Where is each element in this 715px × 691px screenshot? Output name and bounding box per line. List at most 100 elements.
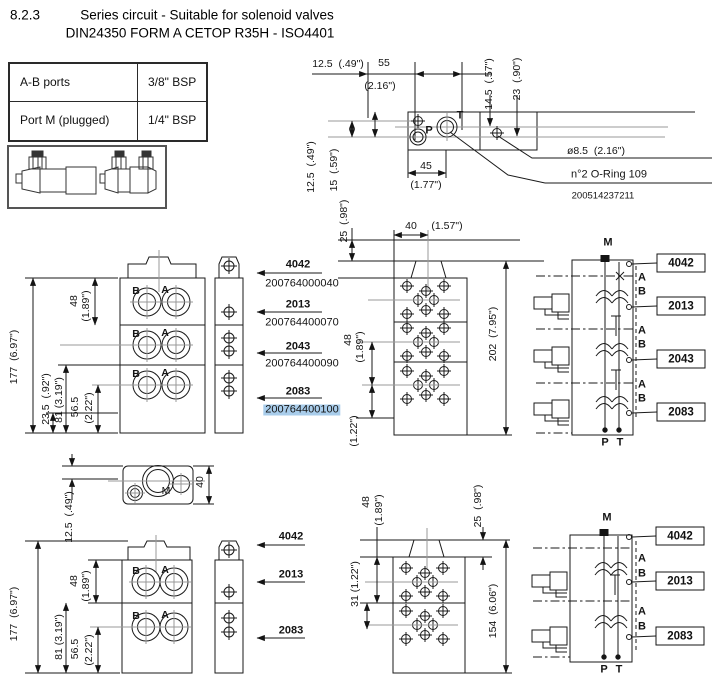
lower-plan-view [360,527,512,674]
dim-56-5-inch: (2.22") [82,634,95,666]
dim-55-inch: (2.16") [364,79,396,92]
model-label: 2043 [285,340,311,353]
upper-side-view [214,256,244,434]
dim-12-5-top: 12.5 (.49") [312,57,364,70]
model-box: 4042 [655,526,705,546]
dim-55: 55 [378,56,390,69]
dim-12-5-left: 12.5 (.49") [304,141,317,193]
schematic-a-label: A [638,378,646,391]
lower-model-arrows [256,541,305,642]
schematic-a-label: A [638,271,646,284]
upper-schematic [533,255,658,436]
dim-48: 48 [67,295,80,307]
model-code-highlighted: 200764400100 [263,403,341,416]
model-box: 4042 [656,253,706,273]
table-cell-value: 1/4" BSP [148,113,197,127]
dim-1-22: (1.22") [347,415,360,447]
upper-plan-view [338,228,544,436]
model-label: 4042 [285,258,311,271]
dim-45: 45 [420,159,432,172]
model-box: 2043 [656,349,706,369]
dim-56-5: 56.5 [68,396,81,418]
schematic-p-label: P [600,663,608,676]
dim-48-inch: (1.89") [79,290,92,322]
model-code: 200764400070 [265,316,339,329]
table-cell-label: Port M (plugged) [20,113,110,127]
dim-202: 202 (7.95") [486,306,499,362]
schematic-b-label: B [638,620,646,633]
port-b-label: B [132,609,140,622]
model-code: 200764400090 [265,357,339,370]
schematic-b-label: B [638,567,646,580]
lower-schematic [531,529,657,663]
port-b-label: B [132,284,140,297]
schematic-p-label: P [601,436,609,449]
dim-23-5: 23.5 (.92") [39,373,52,425]
model-box: 2013 [655,571,705,591]
valve-photos-frame [7,145,167,209]
dim-48-inch: (1.89") [79,570,92,602]
schematic-b-label: B [638,338,646,351]
port-a-label: A [161,563,169,576]
dim-45-inch: (1.77") [410,178,442,191]
schematic-t-label: T [616,436,624,449]
model-box: 2083 [656,402,706,422]
schematic-b-label: B [638,392,646,405]
dim-12-5: 12.5 (.49") [62,491,75,543]
port-a-label: A [161,326,169,339]
dim-25: 25 (.98") [471,484,484,528]
model-label: 4042 [278,530,304,543]
port-b-label: B [132,564,140,577]
schematic-a-label: A [638,552,646,565]
oring-note: n°2 O-Ring 109 [571,168,647,181]
dim-56-5: 56.5 [68,638,81,660]
port-b-label: B [132,367,140,380]
table-cell-value: 3/8" BSP [148,75,197,89]
schematic-m-label: M [603,236,613,249]
port-a-label: A [161,366,169,379]
dim-48: 48 [341,334,354,346]
dim-diameter-note: ø8.5 (2.16") [566,144,626,157]
lower-front-view [25,535,193,674]
schematic-a-label: A [638,324,646,337]
port-p-label: P [425,124,433,137]
pt-face-drawing [312,62,712,184]
port-m-label: M [161,484,171,497]
dim-48: 48 [67,575,80,587]
lower-top-view [62,454,214,505]
model-code: 200764000040 [265,277,339,290]
dim-48-inch: (1.89") [353,331,366,363]
dim-81: 81 (3.19") [52,614,65,660]
schematic-a-label: A [638,605,646,618]
port-a-label: A [161,283,169,296]
upper-front-view [25,250,206,434]
dim-177: 177 (6.97") [7,586,20,642]
lower-side-view [214,540,244,674]
table-cell-label: A-B ports [20,75,71,89]
dim-81: 81 (3.19") [52,377,65,423]
dim-48-inch: (1.89") [372,494,385,526]
page-title-line2: DIN24350 FORM A CETOP R35H - ISO4401 [65,25,335,41]
dim-56-5-inch: (2.22") [82,392,95,424]
dim-177: 177 (6.97") [7,329,20,385]
port-a-label: A [161,608,169,621]
part-code: 200514237211 [571,190,635,202]
schematic-m-label: M [602,511,612,524]
dim-40-inch: (1.57") [431,219,463,232]
dim-40: 40 [193,476,206,488]
dim-154: 154 (6.06") [486,583,499,639]
model-box: 2013 [656,296,706,316]
model-label: 2083 [285,385,311,398]
dim-31: 31 (1.22") [348,561,361,607]
model-label: 2013 [278,568,304,581]
table-col-divider [137,64,138,140]
dim-23: 23 (.90") [510,57,523,101]
model-box: 2083 [655,626,705,646]
page-title-line1: Series circuit - Suitable for solenoid v… [80,7,334,23]
dim-15: 15 (.59") [327,148,340,192]
valve-thumbnails [15,150,157,195]
dim-40: 40 [405,219,417,232]
schematic-t-label: T [615,663,623,676]
section-number: 8.2.3 [9,7,41,23]
